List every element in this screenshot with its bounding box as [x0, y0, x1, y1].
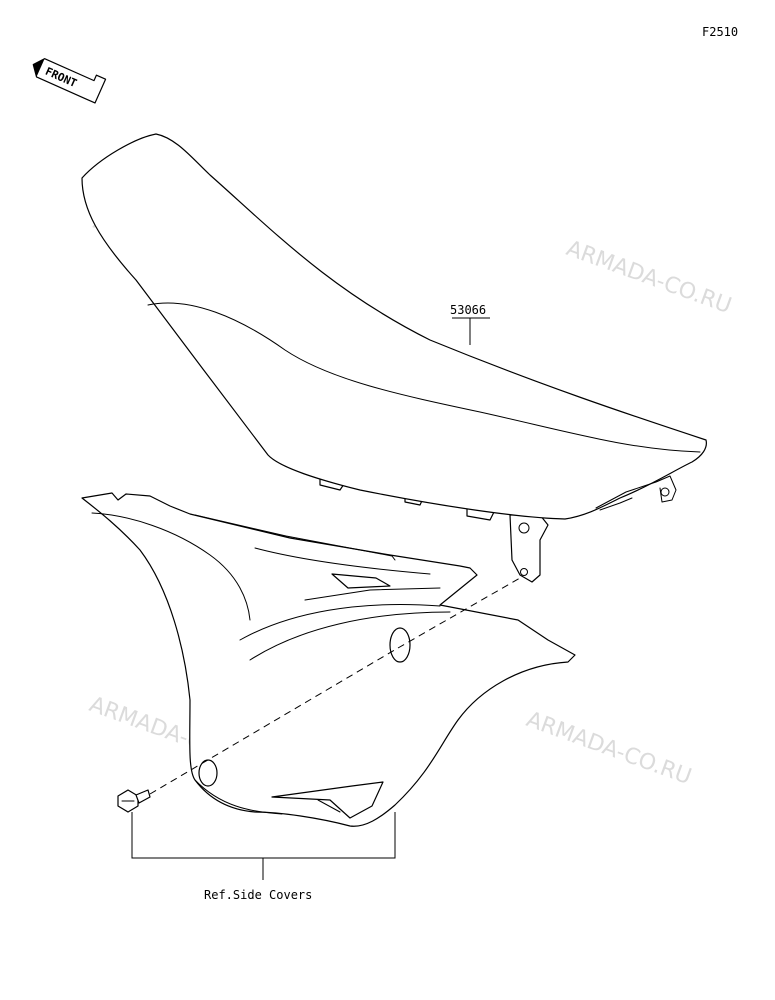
- watermark: ARMADA-CO.RU: [523, 707, 695, 790]
- leader-line: [452, 317, 490, 345]
- part-number-label: 53066: [450, 303, 486, 317]
- side-cover: [81, 492, 576, 827]
- front-arrow-icon: FRONT: [32, 58, 107, 104]
- bolt-icon: [117, 789, 151, 813]
- figure-id: F2510: [702, 25, 738, 39]
- watermark: ARMADA-CO.RU: [563, 236, 735, 319]
- seat: [81, 133, 707, 583]
- reference-label: Ref.Side Covers: [204, 888, 312, 902]
- reference-bracket: [131, 812, 396, 880]
